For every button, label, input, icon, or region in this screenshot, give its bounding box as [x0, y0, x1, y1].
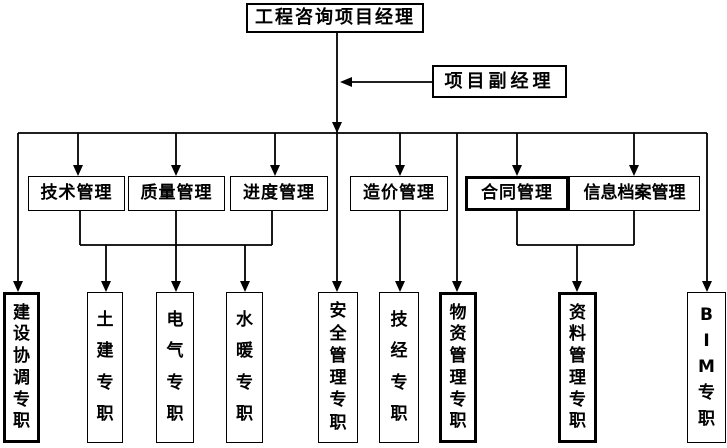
- node-spec-safety-mgmt: 安全管理专职: [318, 292, 358, 443]
- node-spec-electrical: 电气专职: [156, 292, 194, 443]
- node-spec-document-mgmt: 资料管理专职: [558, 292, 597, 443]
- node-spec-civil-works: 土建专职: [87, 292, 123, 443]
- node-deputy-manager: 项目副经理: [432, 65, 567, 98]
- node-spec-construction-coordination: 建设协调专职: [3, 292, 40, 443]
- connector-paths: [17, 33, 708, 281]
- node-spec-plumbing-heating: 水暖专职: [226, 292, 263, 443]
- node-dept-contract-mgmt: 合同管理: [465, 176, 569, 211]
- node-dept-technical-mgmt: 技术管理: [28, 176, 125, 211]
- node-dept-schedule-mgmt: 进度管理: [230, 176, 328, 211]
- node-dept-quality-mgmt: 质量管理: [128, 176, 225, 211]
- arrowheads: [13, 77, 712, 292]
- node-dept-info-archive-mgmt: 信息档案管理: [569, 176, 700, 211]
- node-dept-cost-mgmt: 造价管理: [350, 176, 448, 211]
- node-spec-tech-economy: 技经专职: [379, 292, 419, 443]
- node-project-manager: 工程咨询项目经理: [246, 3, 424, 33]
- node-spec-material-mgmt: 物资管理专职: [439, 292, 477, 443]
